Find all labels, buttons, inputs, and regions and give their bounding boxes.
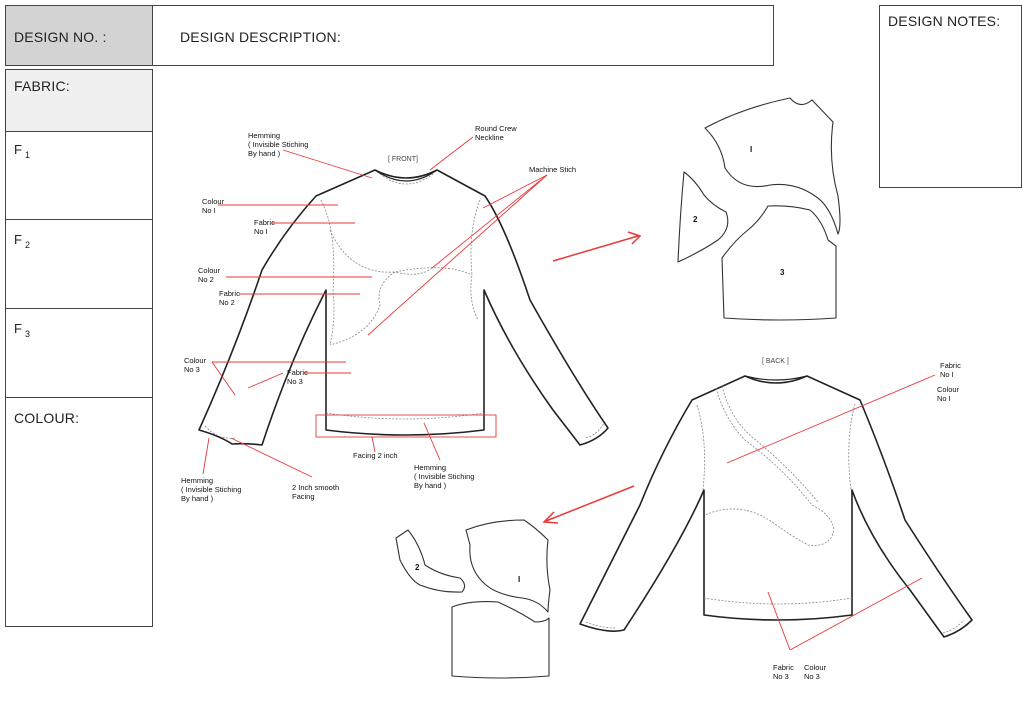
back-view-label: [ BACK ] xyxy=(762,358,789,365)
colour3-line1: Colour xyxy=(184,356,207,365)
back-callout-lines xyxy=(726,374,936,651)
colour1-line1: Colour xyxy=(202,197,225,206)
pattern-pieces-back xyxy=(395,519,551,679)
facing-label: Facing 2 inch xyxy=(353,451,398,460)
hem-bottom-line3: By hand ) xyxy=(414,481,447,490)
back-fabric3-line1: Fabric xyxy=(773,663,794,672)
fabric2-line1: Fabric xyxy=(219,289,240,298)
fabric3-line1: Fabric xyxy=(287,368,308,377)
smooth-facing-line1: 2 Inch smooth xyxy=(292,483,339,492)
colour1-line2: No I xyxy=(202,206,216,215)
back-garment xyxy=(579,375,973,638)
hemming-top-line1: Hemming xyxy=(248,131,280,140)
design-notes-label: DESIGN NOTES: xyxy=(888,13,1001,29)
pattern-pieces-front xyxy=(677,97,841,321)
colour-label: COLOUR: xyxy=(14,410,80,426)
neckline-line2: Neckline xyxy=(475,133,504,142)
back-fabric3-line2: No 3 xyxy=(773,672,789,681)
back-callout-text: Fabric No I Colour No I Fabric No 3 Colo… xyxy=(773,361,961,681)
smooth-facing-line2: Facing xyxy=(292,492,315,501)
pattern-numbers-front: I 2 3 xyxy=(693,145,785,277)
piece-number-1: I xyxy=(750,145,752,154)
hem-cuff-line3: By hand ) xyxy=(181,494,214,503)
design-no-label: DESIGN NO. : xyxy=(14,29,107,45)
back-colour3-line1: Colour xyxy=(804,663,827,672)
piece-number-2: 2 xyxy=(693,215,698,224)
design-description-label: DESIGN DESCRIPTION: xyxy=(180,29,341,45)
fabric-label: FABRIC: xyxy=(14,78,70,94)
back-colour3-line2: No 3 xyxy=(804,672,820,681)
front-callout-text: Hemming ( Invisible Stiching By hand ) R… xyxy=(181,124,576,503)
back-colour-line2: No I xyxy=(937,394,951,403)
fabric2-line2: No 2 xyxy=(219,298,235,307)
neckline-line1: Round Crew xyxy=(475,124,517,133)
front-callout-lines xyxy=(202,136,642,524)
hem-bottom-line1: Hemming xyxy=(414,463,446,472)
fabric3-line2: No 3 xyxy=(287,377,303,386)
machine-stich-label: Machine Stich xyxy=(529,165,576,174)
hemming-top-line2: ( Invisible Stiching xyxy=(248,140,308,149)
colour2-line2: No 2 xyxy=(198,275,214,284)
design-description-cell: DESIGN DESCRIPTION: xyxy=(152,5,774,66)
front-garment xyxy=(198,169,609,446)
back-piece-number-2: 2 xyxy=(415,563,420,572)
fabric1-line1: Fabric xyxy=(254,218,275,227)
hem-cuff-line1: Hemming xyxy=(181,476,213,485)
design-notes-box: DESIGN NOTES: xyxy=(879,5,1022,188)
back-stitching xyxy=(585,385,965,634)
colour3-line2: No 3 xyxy=(184,365,200,374)
colour2-line1: Colour xyxy=(198,266,221,275)
back-fabric-line2: No I xyxy=(940,370,954,379)
pattern-numbers-back: 2 I xyxy=(415,563,520,584)
back-fabric-line1: Fabric xyxy=(940,361,961,370)
fabric1-line2: No I xyxy=(254,227,268,236)
hem-cuff-line2: ( Invisible Stiching xyxy=(181,485,241,494)
back-colour-line1: Colour xyxy=(937,385,960,394)
hemming-top-line3: By hand ) xyxy=(248,149,281,158)
piece-number-3: 3 xyxy=(780,268,785,277)
colour-cell: COLOUR: xyxy=(5,397,153,627)
hem-bottom-line2: ( Invisible Stiching xyxy=(414,472,474,481)
design-no-cell: DESIGN NO. : xyxy=(5,5,153,66)
fabric-header-cell: FABRIC: xyxy=(5,69,153,132)
back-piece-number-1: I xyxy=(518,575,520,584)
front-view-label: [ FRONT] xyxy=(388,156,418,163)
